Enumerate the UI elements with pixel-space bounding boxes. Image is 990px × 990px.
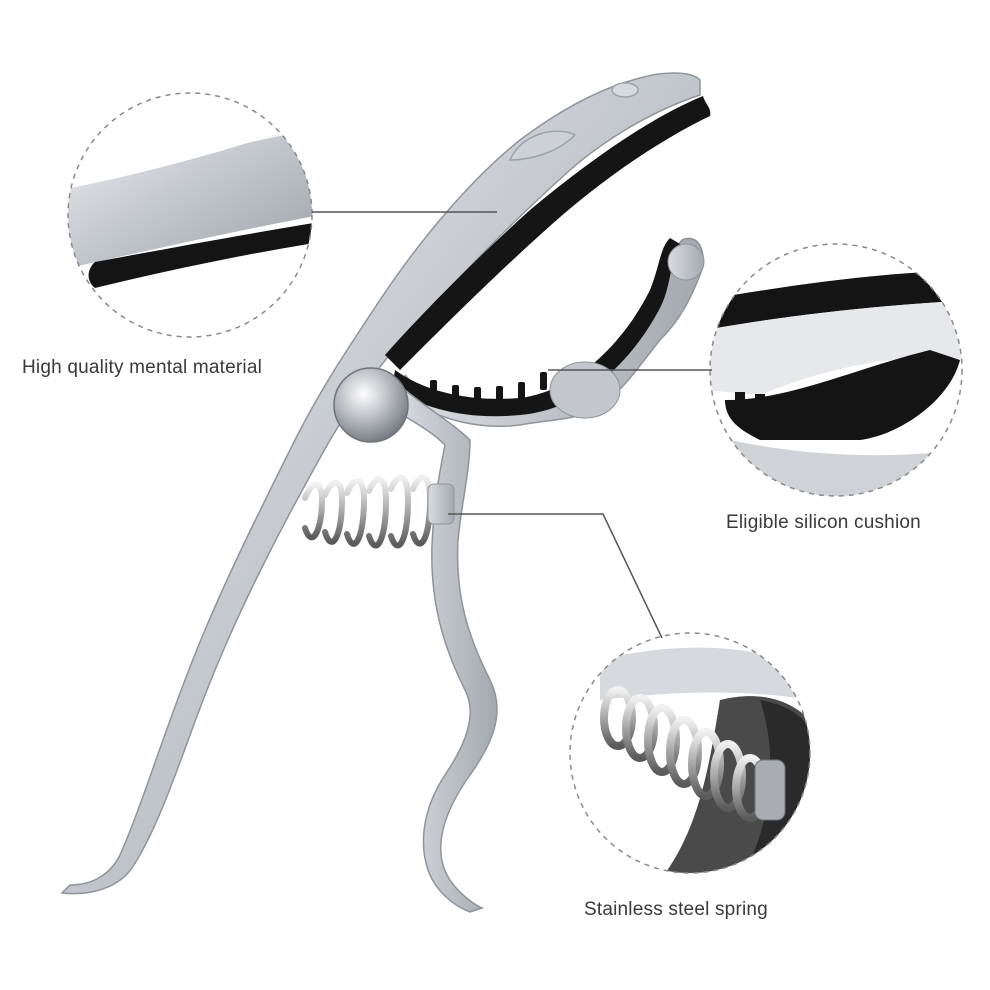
spring-post — [427, 483, 455, 525]
dashed-circle — [67, 92, 313, 338]
shrimp-peeler-tool — [60, 72, 711, 913]
fish-gill-icon — [508, 130, 577, 161]
jaw-knob — [667, 243, 705, 281]
jaw-bulge — [549, 361, 621, 419]
metal-handle-detail-icon — [68, 93, 312, 337]
callout-cushion — [548, 243, 963, 497]
caption-metal-material: High quality mental material — [22, 357, 263, 378]
callout-metal — [67, 92, 497, 338]
callout-spring — [448, 513, 811, 874]
steel-spring-detail-icon — [570, 633, 810, 873]
caption-steel-spring: Stainless steel spring — [584, 899, 768, 920]
leader-line — [448, 513, 663, 639]
pivot-rivet — [333, 367, 409, 443]
cushion-ribs — [430, 372, 547, 405]
dashed-circle — [709, 243, 963, 497]
steel-spring — [302, 474, 434, 549]
fish-eye-icon — [611, 82, 639, 98]
dashed-circle — [569, 632, 811, 874]
upper-silicone-strip — [385, 96, 711, 370]
lower-handle — [394, 388, 498, 913]
caption-silicon-cushion: Eligible silicon cushion — [726, 512, 921, 533]
silicone-cushion-detail-icon — [710, 244, 962, 496]
